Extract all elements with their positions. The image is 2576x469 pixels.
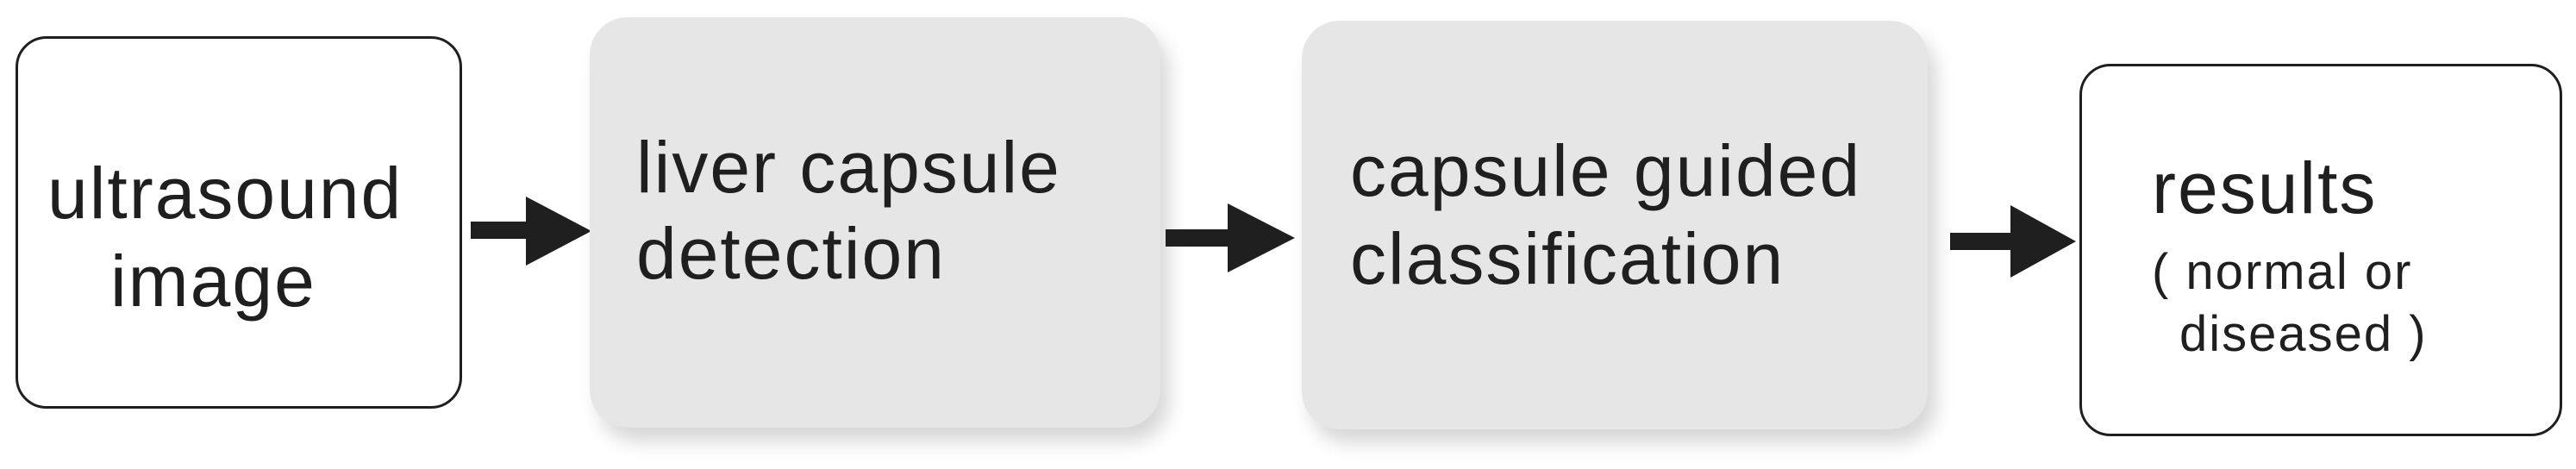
step-capsule-guided-classification-box — [1302, 21, 1928, 429]
step-results-box — [2079, 64, 2562, 436]
results-subtitle-line-2: diseased ) — [2179, 306, 2428, 362]
step-1-label-line-2: image — [110, 241, 316, 322]
arrow-right-icon — [1950, 205, 2076, 278]
results-title: results — [2152, 147, 2378, 228]
arrow-right-icon — [471, 197, 591, 266]
step-3-label-line-1: capsule guided — [1350, 130, 1862, 211]
step-2-label-line-2: detection — [636, 213, 946, 294]
step-2-label-line-1: liver capsule — [636, 127, 1061, 208]
step-1-label-line-1: ultrasound — [47, 153, 403, 234]
step-3-label-line-2: classification — [1350, 218, 1785, 299]
results-subtitle-line-1: ( normal or — [2152, 244, 2413, 300]
step-liver-capsule-detection-box — [590, 17, 1160, 428]
step-ultrasound-image-box — [16, 36, 462, 409]
arrow-right-icon — [1166, 203, 1295, 272]
